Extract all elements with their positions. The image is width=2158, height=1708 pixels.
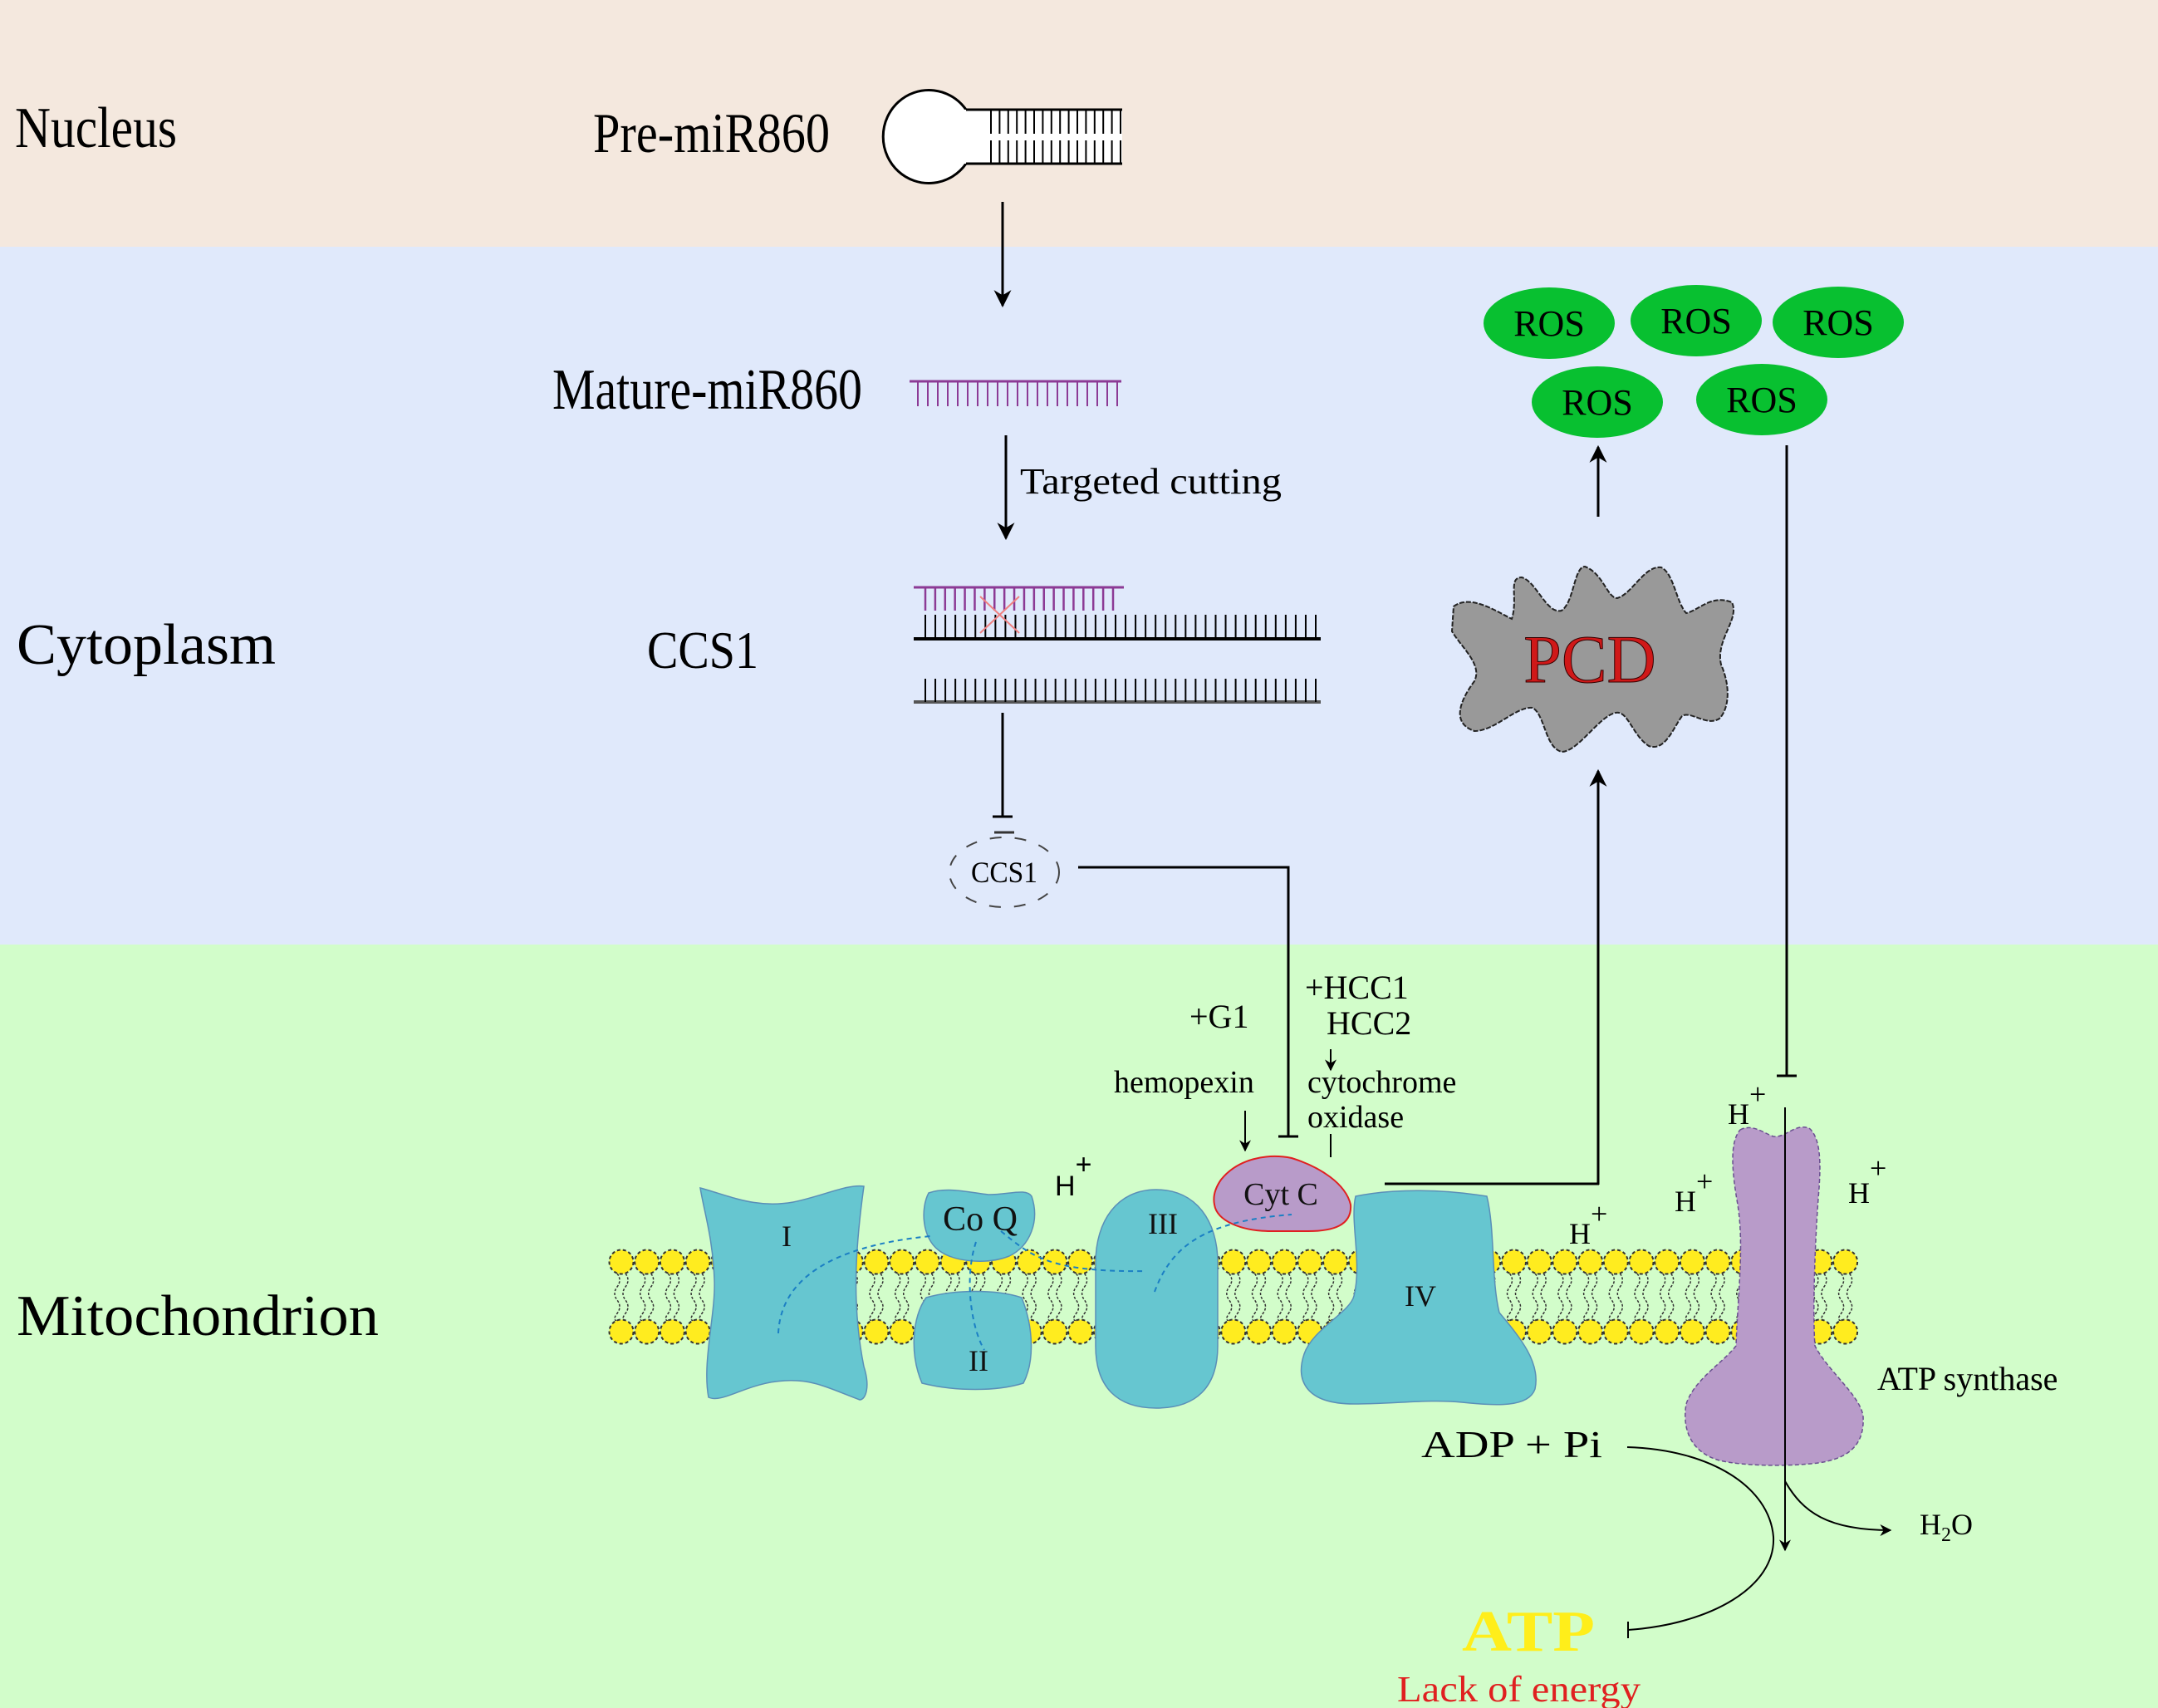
complex-i [699,1185,868,1401]
g1-label: +G1 [1189,998,1248,1035]
proton-label-4: H+ [1569,1197,1607,1250]
proton-label-2: H+ [1728,1077,1766,1131]
atp-synthase [1685,1126,1864,1466]
phospholipid [1220,1249,1247,1345]
hcc2-label: HCC2 [1327,1004,1411,1042]
pre-mir860-hairpin [881,89,1122,184]
ccs1-mrna-duplex [914,586,1321,704]
complex-ii [913,1290,1032,1391]
phospholipid [1526,1249,1552,1345]
nucleus-label: Nucleus [15,96,177,160]
cytoplasm-label: Cytoplasm [17,613,276,677]
phospholipid [1628,1249,1655,1345]
cytochrome-label: cytochrome [1307,1065,1456,1100]
hemopexin-label: hemopexin [1114,1065,1254,1100]
ccs1-protein-shape [949,837,1060,908]
oxidase-label: oxidase [1307,1100,1404,1135]
phospholipid [684,1249,711,1345]
targeted-cutting-label: Targeted cutting [1020,461,1282,502]
cytoplasm-region [0,247,2158,945]
mature-mir860-label: Mature-miR860 [552,358,862,422]
proton-label-3: H+ [1675,1165,1713,1218]
phospholipid [608,1249,635,1345]
complex-iv-label: IV [1405,1279,1436,1313]
complex-iii-label: III [1148,1207,1178,1240]
h2o-label: H2O [1920,1508,1973,1546]
mitochondrion-label: Mitochondrion [17,1284,379,1348]
atp-label: ATP [1462,1600,1595,1664]
cytochrome-c [1213,1156,1352,1232]
phospholipid [1654,1249,1680,1345]
phospholipid [659,1249,685,1345]
ros-label: ROS [1562,382,1633,423]
ros-molecule: ROS [1484,287,1615,359]
phospholipid [1832,1249,1859,1345]
phospholipid [1246,1249,1272,1345]
phospholipid [1602,1249,1629,1345]
ros-label: ROS [1513,303,1585,344]
hcc1-label: +HCC1 [1305,969,1409,1006]
complex-ii-label: II [969,1344,988,1377]
ros-label: ROS [1726,380,1798,420]
phospholipid [1704,1249,1731,1345]
ros-molecule: ROS [1532,366,1663,438]
phospholipid [1042,1249,1068,1345]
phospholipid [634,1249,660,1345]
phospholipid [1271,1249,1297,1345]
ros-molecule: ROS [1696,364,1827,435]
ros-label: ROS [1660,301,1732,341]
h2o-curve-arrow [1784,1480,1892,1536]
electron-path-iv [1154,1214,1292,1293]
ros-molecule: ROS [1631,285,1762,356]
lack-of-energy-label: Lack of energy [1397,1669,1641,1708]
phospholipid [863,1249,890,1345]
ccs1-gene-label: CCS1 [647,621,758,680]
pcd-label: PCD [1523,621,1656,697]
cytc-label: Cyt C [1243,1177,1318,1212]
phospholipid [1679,1249,1705,1345]
proton-label-5: H+ [1848,1151,1886,1210]
pcd-cell [1450,565,1734,753]
adp-pi-label: ADP + Pi [1421,1423,1602,1465]
complex-i-label: I [782,1220,792,1253]
electron-path-i [777,1235,931,1334]
ccs1-to-cytc-inhibit-line [1078,866,1290,1136]
mature-mir860-strand [910,380,1121,406]
electron-path-iii [1000,1230,1147,1273]
proton-label-1: H+ [1055,1149,1091,1202]
complex-iv [1300,1190,1537,1406]
ccs1-protein-label: CCS1 [971,856,1037,889]
electron-path-ii [969,1241,985,1351]
coq-label: Co Q [943,1200,1018,1239]
phospholipid [1552,1249,1578,1345]
pre-mir860-label: Pre-miR860 [593,101,830,164]
atp-synthase-label: ATP synthase [1877,1360,2057,1397]
ros-molecule: ROS [1773,287,1904,358]
adp-to-atp-curve [1626,1446,1775,1631]
ros-label: ROS [1802,302,1874,343]
coq [923,1189,1036,1262]
phospholipid [1577,1249,1604,1345]
